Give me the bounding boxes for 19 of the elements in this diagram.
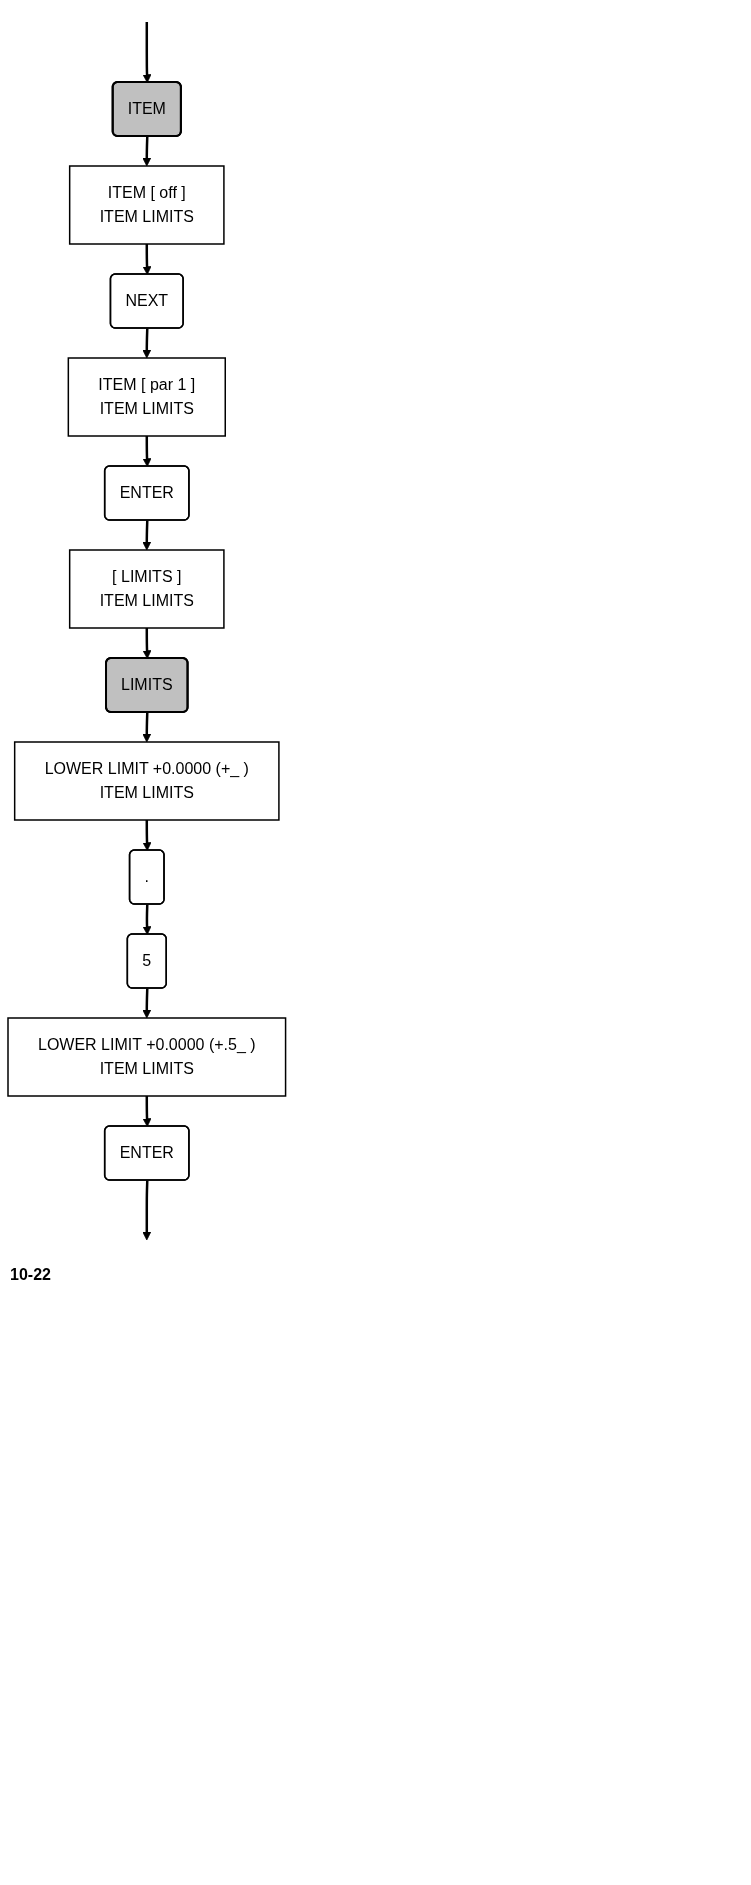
arrow [142,436,152,467]
arrow [142,988,152,1019]
arrow [142,22,152,83]
page-number: 10-22 [10,1266,51,1284]
arrow [142,820,152,851]
node-box: ITEM [ par 1 ] ITEM LIMITS [67,357,226,437]
arrow [142,628,152,659]
arrow [142,520,152,551]
arrow [142,1096,152,1127]
node-box: ITEM [ off ] ITEM LIMITS [68,165,225,245]
node-box: LOWER LIMIT +0.0000 (+_ ) ITEM LIMITS [13,741,280,821]
arrow [142,244,152,275]
node-box: LOWER LIMIT +0.0000 (+.5_ ) ITEM LIMITS [7,1017,287,1097]
node-box: [ LIMITS ] ITEM LIMITS [68,549,225,629]
arrow [142,904,152,935]
arrow [142,1180,152,1241]
arrow [142,712,152,743]
arrow [142,136,152,167]
arrow [142,328,152,359]
